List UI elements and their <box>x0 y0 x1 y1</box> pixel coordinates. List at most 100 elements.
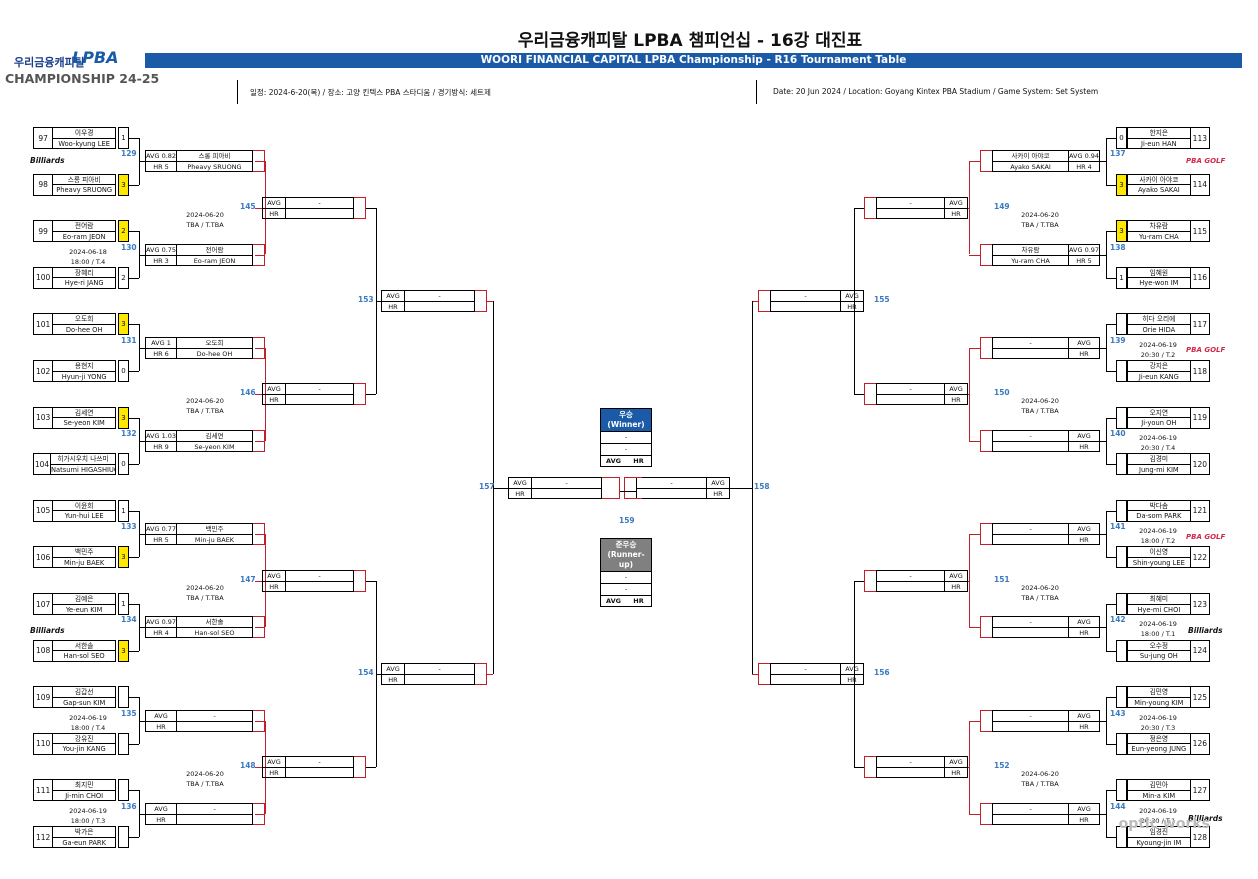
match-time: 20:30 / T.1 <box>1140 816 1176 825</box>
score-box <box>1116 313 1127 336</box>
round3-box[interactable]: AVG-HR <box>262 383 354 406</box>
name-kr-cell: 차유람 <box>1021 245 1040 254</box>
round4-box[interactable]: AVG-HR <box>770 662 864 685</box>
round2-box[interactable]: AVG-HR <box>992 709 1100 732</box>
final-box[interactable]: AVG-HR <box>508 476 602 499</box>
bracket-line <box>255 207 262 209</box>
round3-box[interactable]: AVG-HR <box>876 756 968 779</box>
avg-cell: AVG <box>1068 710 1099 721</box>
round4-box[interactable]: AVG-HR <box>381 662 475 685</box>
bracket-line <box>1106 510 1116 512</box>
bracket-line <box>1106 231 1116 233</box>
round3-box[interactable]: AVG-HR <box>876 383 968 406</box>
seed-number: 126 <box>1189 733 1209 754</box>
match-number: 133 <box>121 522 137 532</box>
score-slot <box>980 429 992 452</box>
avg-label: AVG <box>840 291 863 302</box>
round2-box[interactable]: AVG 0.973차유람HR 5Yu-ram CHA <box>992 243 1100 266</box>
match-date: 2024-06-19 <box>1139 433 1177 442</box>
seed-number: 102 <box>34 361 54 381</box>
bracket-line <box>139 161 145 163</box>
final-box[interactable]: AVG-HR <box>636 476 730 499</box>
match-time: TBA / T.TBA <box>1021 220 1059 229</box>
player-name-kr: 김예은 <box>53 594 115 605</box>
round2-box[interactable]: AVG-HR <box>992 429 1100 452</box>
player-name-en: Su-jung OH <box>1139 652 1178 661</box>
seed-number: 109 <box>34 687 54 708</box>
avg-cell: AVG 1.031 <box>146 430 177 441</box>
seed-number: 117 <box>1189 314 1209 335</box>
hr-cell: HR 4 <box>146 628 177 639</box>
score-box: 1 <box>1116 266 1127 289</box>
bracket-line <box>139 231 140 278</box>
round2-box[interactable]: AVG-HR <box>145 802 253 825</box>
round3-box[interactable]: AVG-HR <box>262 756 354 779</box>
score-box <box>1116 686 1127 709</box>
name-cell: - <box>909 758 912 767</box>
round2-box[interactable]: AVG-HR <box>992 523 1100 546</box>
round4-box[interactable]: AVG-HR <box>381 290 475 313</box>
player-name-en: Min-ju BAEK <box>64 558 105 567</box>
round2-box[interactable]: AVG-HR <box>992 616 1100 639</box>
round2-box[interactable]: AVG-HR <box>992 336 1100 359</box>
match-time: 20:30 / T.4 <box>1140 443 1176 452</box>
round3-box[interactable]: AVG-HR <box>876 196 968 219</box>
name-en-cell: Yu-ram CHA <box>1011 256 1050 265</box>
avg-label: AVG <box>944 570 967 581</box>
info-korean: 일정: 2024-6-20(목) / 장소: 고양 킨텍스 PBA 스타디움 /… <box>250 88 491 97</box>
round3-box[interactable]: AVG-HR <box>876 569 968 592</box>
name-kr-cell: 김세연 <box>205 431 224 440</box>
round3-box[interactable]: AVG-HR <box>262 196 354 219</box>
round2-box[interactable]: AVG-HR <box>992 802 1100 825</box>
avg-cell: AVG <box>1068 430 1099 441</box>
round3-box[interactable]: AVG-HR <box>262 569 354 592</box>
bracket-line <box>968 207 969 209</box>
round4-box[interactable]: AVG-HR <box>770 290 864 313</box>
round2-box[interactable]: AVG-HR <box>145 709 253 732</box>
